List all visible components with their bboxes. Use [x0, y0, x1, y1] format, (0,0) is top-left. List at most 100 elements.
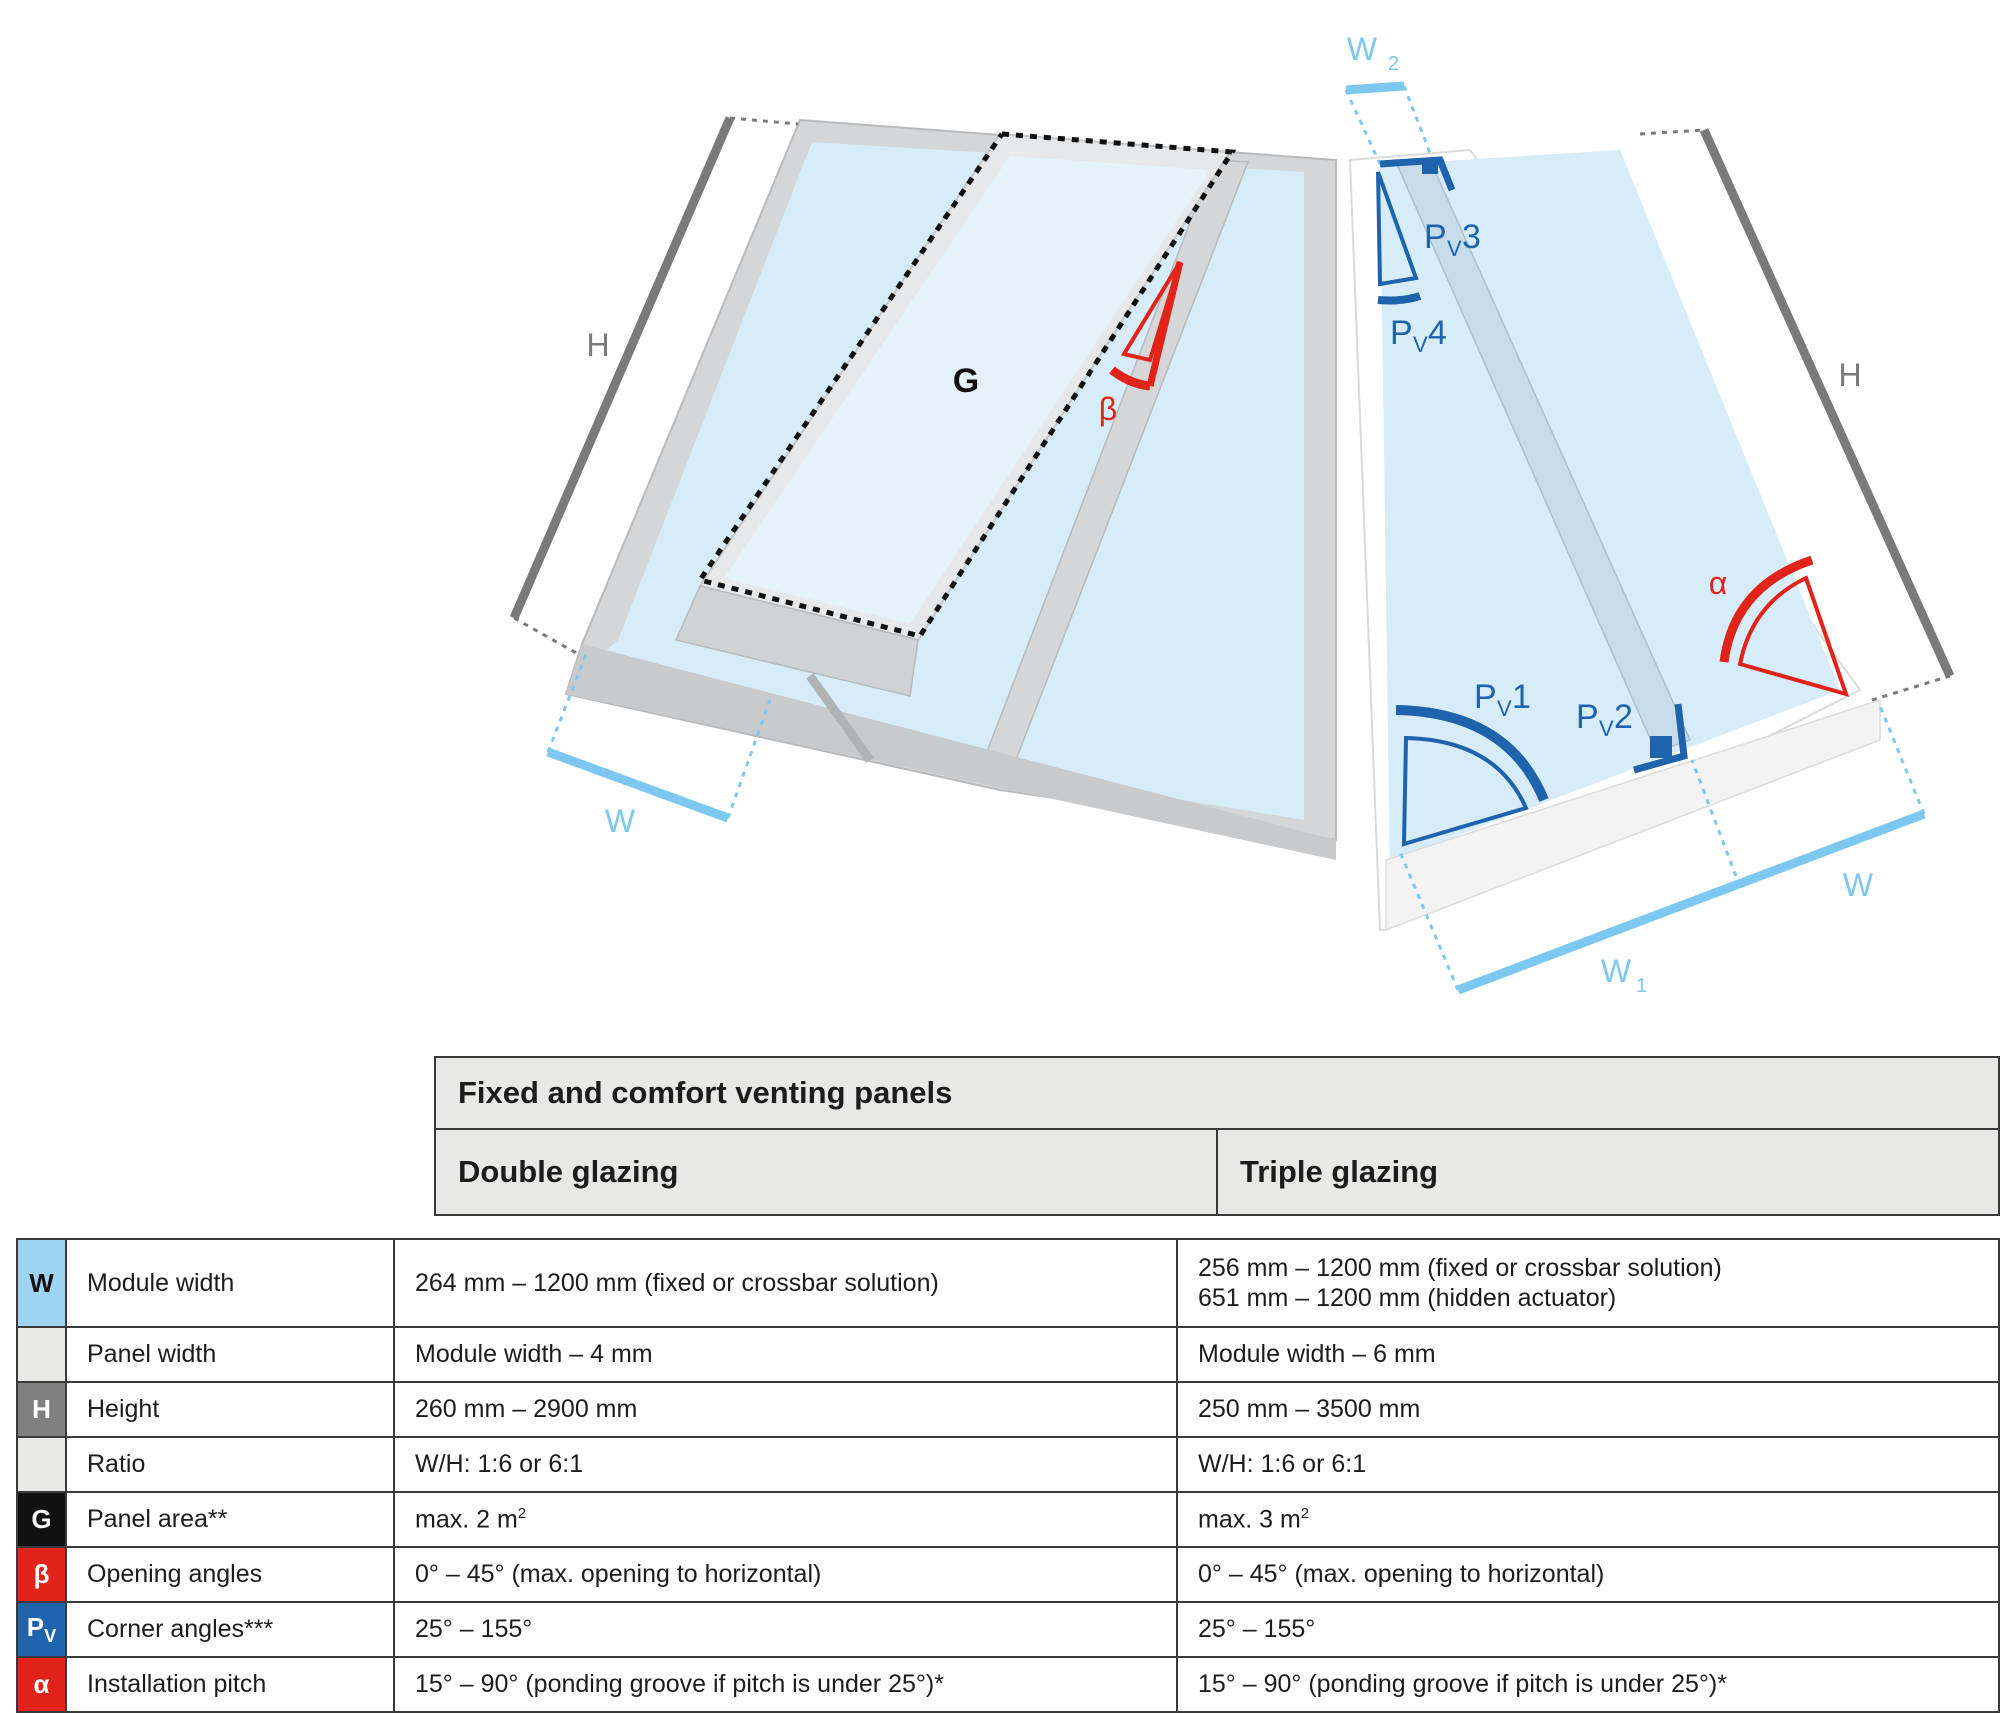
- pv-labels: P V 1 P V 2 P V 3 P V 4: [1390, 218, 1633, 741]
- pv4-sub: V: [1413, 332, 1428, 357]
- double-value: W/H: 1:6 or 6:1: [393, 1436, 1178, 1493]
- table-row: α Installation pitch 15° – 90° (ponding …: [16, 1656, 2000, 1713]
- pv3-label: P: [1424, 218, 1447, 256]
- pv3-sub: V: [1447, 236, 1462, 261]
- w-right-ext-b: [1878, 705, 1926, 815]
- double-value: Module width – 4 mm: [393, 1326, 1178, 1383]
- symbol-alpha: α: [16, 1656, 67, 1713]
- row-label: Panel area**: [65, 1491, 395, 1548]
- h-right-ext-top: [1639, 128, 1705, 136]
- symbol-g: G: [16, 1491, 67, 1548]
- pv4-label: P: [1390, 314, 1413, 352]
- triple-value-line-1: 256 mm – 1200 mm (fixed or crossbar solu…: [1198, 1254, 1722, 1282]
- w-right-line: [1456, 809, 1926, 995]
- symbol-blank: [16, 1326, 67, 1383]
- g-label: G: [953, 362, 979, 400]
- row-label: Opening angles: [65, 1546, 395, 1603]
- w1-ext-b: [1690, 759, 1738, 877]
- subheader-row: Double glazing Triple glazing: [434, 1128, 2000, 1216]
- col-triple-glazing: Triple glazing: [1216, 1128, 2000, 1216]
- vent-sash-bottom: [674, 585, 919, 697]
- table-row: PV Corner angles*** 25° – 155° 25° – 155…: [16, 1601, 2000, 1658]
- w-right-label: W: [1843, 867, 1874, 903]
- h-right-line: [1699, 128, 1955, 678]
- w1-label: W: [1601, 953, 1632, 989]
- spec-table: W Module width 264 mm – 1200 mm (fixed o…: [16, 1238, 2000, 1713]
- triple-value: W/H: 1:6 or 6:1: [1176, 1436, 2000, 1493]
- triple-value-line-2: 651 mm – 1200 mm (hidden actuator): [1198, 1284, 1617, 1312]
- double-value-text: max. 2 m: [415, 1505, 518, 1534]
- beta-angle-marker: β: [1099, 260, 1184, 427]
- double-value: 0° – 45° (max. opening to horizontal): [393, 1546, 1178, 1603]
- w2-label: W: [1347, 31, 1378, 67]
- pv4-num: 4: [1428, 314, 1447, 352]
- w-left-label: W: [605, 803, 636, 839]
- h-right-label: H: [1838, 357, 1861, 393]
- table-row: β Opening angles 0° – 45° (max. opening …: [16, 1546, 2000, 1603]
- symbol-pv-main: P: [26, 1611, 45, 1642]
- h-left-ext-bottom: [513, 616, 579, 656]
- w2-ext-a: [1344, 89, 1382, 165]
- w1-ext-a: [1398, 851, 1460, 991]
- table-row: H Height 260 mm – 2900 mm 250 mm – 3500 …: [16, 1381, 2000, 1438]
- symbol-pv: PV: [16, 1601, 67, 1658]
- triple-value: 25° – 155°: [1176, 1601, 2000, 1658]
- double-value-sup: 2: [517, 1504, 527, 1522]
- triple-value: 0° – 45° (max. opening to horizontal): [1176, 1546, 2000, 1603]
- triple-value: max. 3 m2: [1176, 1491, 2000, 1548]
- symbol-w: W: [16, 1238, 67, 1328]
- symbol-pv-sub: V: [44, 1626, 57, 1647]
- alpha-label: α: [1709, 565, 1728, 601]
- double-value: 264 mm – 1200 mm (fixed or crossbar solu…: [393, 1238, 1178, 1328]
- w2-line: [1345, 81, 1405, 95]
- pv2-num: 2: [1614, 698, 1633, 736]
- left-panel-bottom-rail: [566, 644, 1336, 860]
- row-label: Ratio: [65, 1436, 395, 1493]
- table-header: Fixed and comfort venting panels: [434, 1056, 2000, 1130]
- pv2-label: P: [1576, 698, 1599, 736]
- glazing-header-table: Fixed and comfort venting panels Double …: [434, 1056, 2000, 1216]
- symbol-blank: [16, 1436, 67, 1493]
- triple-value: 250 mm – 3500 mm: [1176, 1381, 2000, 1438]
- dimension-diagram: H H W W 2 W W 1 G β α: [509, 31, 1955, 997]
- double-value: 25° – 155°: [393, 1601, 1178, 1658]
- beta-label: β: [1099, 391, 1117, 427]
- symbol-h: H: [16, 1381, 67, 1438]
- triple-value-text: max. 3 m: [1198, 1505, 1301, 1534]
- table-row: W Module width 264 mm – 1200 mm (fixed o…: [16, 1238, 2000, 1328]
- alpha-angle-marker: α: [1709, 555, 1850, 697]
- vent-sash-glass: [724, 156, 1210, 624]
- vent-strut: [806, 673, 874, 763]
- pv2-sub: V: [1599, 716, 1614, 741]
- table-row: Panel width Module width – 4 mm Module w…: [16, 1326, 2000, 1383]
- w2-ext-b: [1402, 85, 1434, 159]
- row-label: Installation pitch: [65, 1656, 395, 1713]
- right-panel: [1348, 148, 1881, 932]
- w1-sub: 1: [1636, 975, 1647, 997]
- pv3-num: 3: [1462, 218, 1481, 256]
- symbol-beta: β: [16, 1546, 67, 1603]
- h-left-label: H: [586, 327, 609, 363]
- header-row: Fixed and comfort venting panels: [434, 1056, 2000, 1130]
- double-value: max. 2 m2: [393, 1491, 1178, 1548]
- w2-sub: 2: [1388, 53, 1399, 75]
- w-left-ext-a: [546, 653, 588, 753]
- table-row: Ratio W/H: 1:6 or 6:1 W/H: 1:6 or 6:1: [16, 1436, 2000, 1493]
- h-right-ext-bottom: [1871, 674, 1951, 702]
- pv-corner-markers: [1376, 156, 1688, 847]
- pv1-sub: V: [1497, 696, 1512, 721]
- row-label: Panel width: [65, 1326, 395, 1383]
- pv1-num: 1: [1512, 678, 1531, 716]
- col-double-glazing: Double glazing: [434, 1128, 1218, 1216]
- right-panel-base: [1385, 698, 1881, 932]
- left-panel: [564, 118, 1337, 860]
- h-left-ext-top: [729, 116, 799, 126]
- row-label: Corner angles***: [65, 1601, 395, 1658]
- w-left-line: [546, 747, 730, 823]
- double-value: 15° – 90° (ponding groove if pitch is un…: [393, 1656, 1178, 1713]
- triple-value-sup: 2: [1300, 1504, 1310, 1522]
- triple-value: 15° – 90° (ponding groove if pitch is un…: [1176, 1656, 2000, 1713]
- double-value: 260 mm – 2900 mm: [393, 1381, 1178, 1438]
- row-label: Module width: [65, 1238, 395, 1328]
- table-row: G Panel area** max. 2 m2 max. 3 m2: [16, 1491, 2000, 1548]
